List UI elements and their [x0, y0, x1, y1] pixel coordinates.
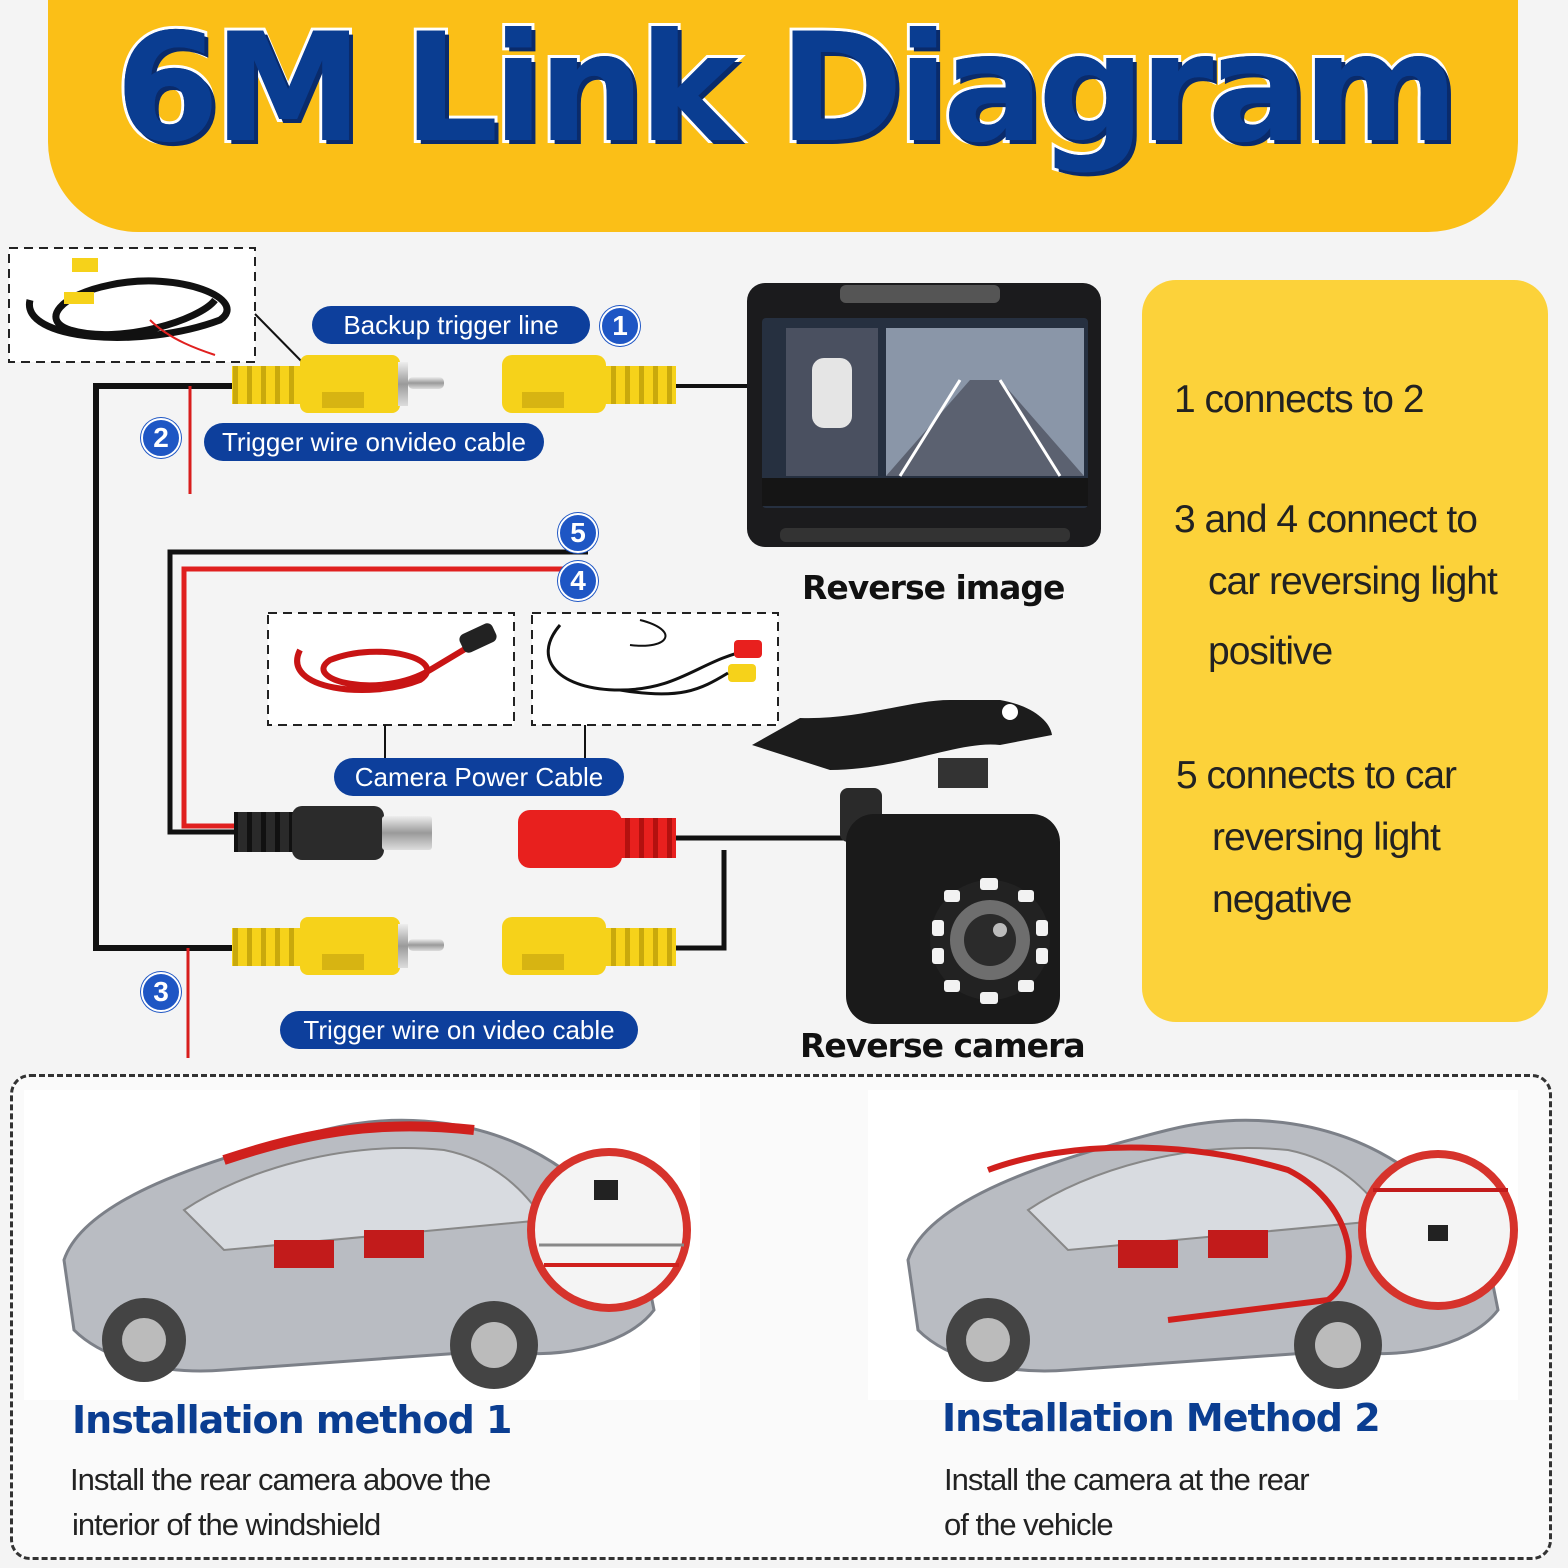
- note-2-line-3: positive: [1208, 630, 1333, 673]
- note-2-line-2: car reversing light: [1208, 560, 1498, 603]
- car-method-1: [24, 1090, 700, 1400]
- trigger-wire-label-top: Trigger wire onvideo cable: [204, 423, 544, 461]
- title-banner: [48, 0, 1518, 232]
- installation-method-2-title: Installation Method 2: [942, 1396, 1381, 1440]
- rca-female-connector-top: [502, 355, 750, 413]
- reverse-camera: [752, 700, 1060, 1024]
- reverse-camera-caption: Reverse camera: [800, 1026, 1086, 1065]
- note-1: 1 connects to 2: [1174, 378, 1425, 421]
- car-method-2: [868, 1090, 1518, 1400]
- page-title: 6M Link Diagram: [112, 2, 1462, 176]
- rca-female-connector-bottom: [502, 850, 727, 975]
- wiring-diagram: [8, 247, 1101, 1058]
- connection-notes-panel: [1142, 280, 1548, 1022]
- installation-method-2-line-1: Install the camera at the rear: [944, 1462, 1310, 1497]
- installation-method-1-line-1: Install the rear camera above the: [70, 1462, 491, 1497]
- note-3-line-1: 5 connects to car: [1176, 754, 1457, 797]
- badge-2: 2: [141, 418, 181, 458]
- badge-4: 4: [558, 561, 598, 601]
- installation-method-1-title: Installation method 1: [72, 1398, 512, 1442]
- video-adapter-thumbnail: [531, 612, 779, 726]
- car-illustrations: [24, 1090, 1518, 1400]
- trigger-wire-label-bottom: Trigger wire on video cable: [280, 1011, 638, 1049]
- rca-male-connector-bottom: [232, 917, 444, 975]
- note-3-line-3: negative: [1212, 878, 1352, 921]
- dc-power-plug: [234, 806, 432, 860]
- video-cable-thumbnail: [8, 247, 256, 363]
- power-cable-thumbnail: [267, 612, 515, 726]
- camera-power-cable-label: Camera Power Cable: [334, 758, 624, 796]
- rca-male-connector-top: [232, 355, 444, 413]
- head-unit-screen: [747, 283, 1101, 547]
- dc-power-socket: [518, 810, 850, 868]
- badge-5: 5: [558, 513, 598, 553]
- note-2-line-1: 3 and 4 connect to: [1174, 498, 1478, 541]
- backup-trigger-line-label: Backup trigger line: [312, 306, 590, 344]
- reverse-image-caption: Reverse image: [802, 568, 1065, 607]
- note-3-line-2: reversing light: [1212, 816, 1441, 859]
- installation-method-2-line-2: of the vehicle: [944, 1507, 1114, 1542]
- badge-3: 3: [141, 972, 181, 1012]
- installation-method-1-line-2: interior of the windshield: [72, 1507, 381, 1542]
- badge-1: 1: [600, 306, 640, 346]
